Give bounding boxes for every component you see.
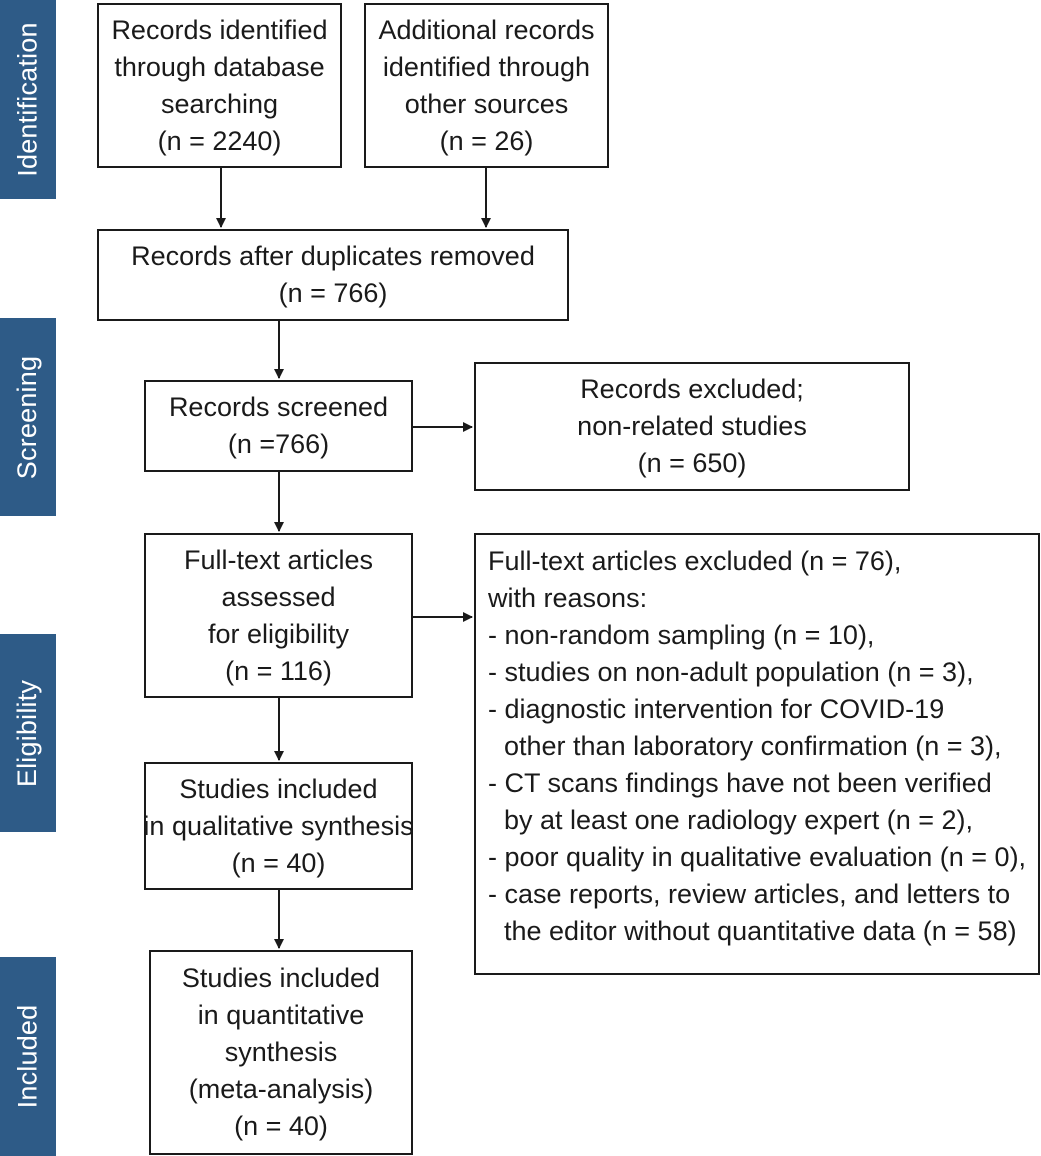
box-line: Studies included — [181, 963, 381, 993]
box-line: - CT scans findings have not been verifi… — [488, 768, 992, 798]
box-line: in quantitative — [197, 1000, 365, 1030]
box-line: - studies on non-adult population (n = 3… — [488, 657, 974, 687]
box-line: Records excluded; — [580, 374, 804, 404]
phase-identification: Identification — [0, 0, 56, 199]
phase-included: Included — [0, 957, 56, 1156]
box-line: other sources — [404, 88, 569, 119]
box-line: Records after duplicates removed — [131, 241, 535, 271]
box-line: (n = 650) — [637, 448, 747, 478]
box-line: - case reports, review articles, and let… — [488, 879, 1011, 909]
qualitative-synthesis-box: Studies included in qualitative synthesi… — [144, 762, 413, 890]
box-line: Studies included — [179, 773, 378, 804]
box-line: non-related studies — [577, 411, 807, 441]
fulltext-excluded-box: Full-text articles excluded (n = 76), wi… — [474, 533, 1040, 975]
box-line: the editor without quantitative data (n … — [504, 916, 1017, 946]
box-line: - poor quality in qualitative evaluation… — [488, 842, 1027, 872]
box-line: Records screened — [168, 392, 389, 422]
after-duplicates-box: Records after duplicates removed (n = 76… — [97, 229, 569, 321]
box-line: with reasons: — [488, 583, 648, 613]
box-line: Records identified — [111, 14, 328, 45]
box-line: (n = 40) — [234, 1111, 328, 1141]
box-line: identified through — [382, 51, 591, 82]
box-line: by at least one radiology expert (n = 2)… — [504, 805, 974, 835]
box-line: through database — [114, 51, 325, 82]
box-line: (n = 26) — [439, 125, 534, 156]
phase-screening: Screening — [0, 318, 56, 516]
box-line: Full-text articles excluded (n = 76), — [488, 546, 902, 576]
box-line: (n = 40) — [231, 847, 326, 878]
fulltext-assessed-box: Full-text articles assessed for eligibil… — [144, 533, 413, 698]
box-line: (n = 116) — [225, 655, 332, 686]
box-line: (n =766) — [227, 429, 330, 459]
box-line: (n = 766) — [278, 278, 388, 308]
box-line: for eligibility — [207, 618, 350, 649]
box-line: (n = 2240) — [157, 125, 282, 156]
box-line: other than laboratory confirmation (n = … — [504, 731, 1002, 761]
box-line: (meta-analysis) — [188, 1074, 374, 1104]
box-line: in qualitative synthesis — [144, 810, 413, 841]
box-line: - non-random sampling (n = 10), — [488, 620, 875, 650]
records-screened-box: Records screened (n =766) — [144, 380, 413, 472]
phase-eligibility: Eligibility — [0, 634, 56, 832]
box-line: Additional records — [378, 14, 595, 45]
box-line: assessed — [221, 581, 336, 612]
other-sources-box: Additional records identified through ot… — [364, 3, 609, 168]
box-line: synthesis — [224, 1037, 338, 1067]
box-line: - diagnostic intervention for COVID-19 — [488, 694, 945, 724]
box-line: searching — [160, 88, 279, 119]
box-line: Full-text articles — [183, 544, 374, 575]
quantitative-synthesis-box: Studies included in quantitative synthes… — [149, 950, 413, 1155]
database-search-box: Records identified through database sear… — [97, 3, 342, 168]
records-excluded-box: Records excluded; non-related studies (n… — [474, 362, 910, 491]
